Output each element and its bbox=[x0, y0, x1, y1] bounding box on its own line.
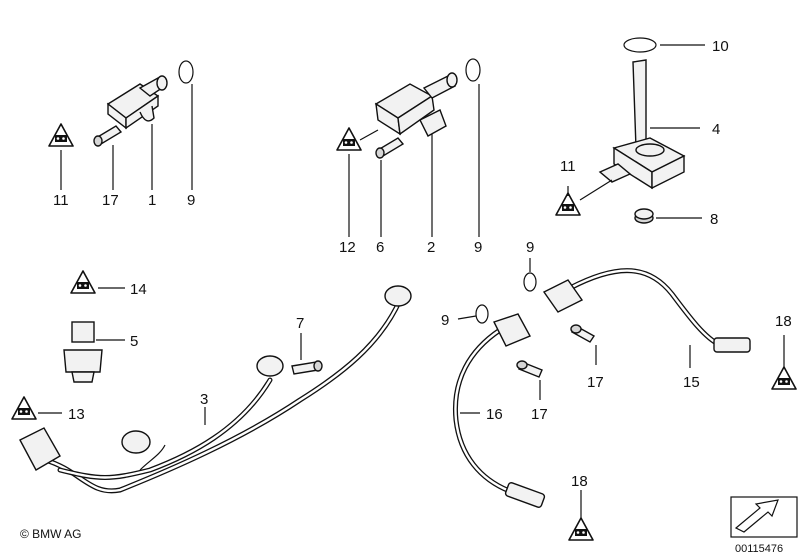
reference-number: 00115476 bbox=[735, 543, 783, 555]
label-15: 15 bbox=[683, 374, 700, 391]
label-1: 1 bbox=[148, 192, 156, 209]
bolt-17a bbox=[93, 125, 123, 147]
label-9a: 9 bbox=[187, 192, 195, 209]
label-2: 2 bbox=[427, 239, 435, 256]
label-6: 6 bbox=[376, 239, 384, 256]
bolt-17c bbox=[516, 360, 543, 378]
o-ring-9d bbox=[475, 304, 489, 324]
copyright-text: © BMW AG bbox=[20, 527, 82, 541]
wiring-harness-3 bbox=[19, 285, 412, 494]
warning-triangle-icon bbox=[11, 396, 37, 420]
label-16: 16 bbox=[486, 406, 503, 423]
label-17a: 17 bbox=[102, 192, 119, 209]
warning-triangle-icon bbox=[70, 270, 96, 294]
label-11b: 11 bbox=[560, 158, 576, 175]
label-10: 10 bbox=[712, 38, 729, 55]
sensor-part-2 bbox=[374, 72, 458, 137]
oil-level-sensor-4 bbox=[598, 59, 686, 190]
direction-arrow-icon bbox=[730, 496, 798, 538]
label-17b: 17 bbox=[587, 374, 604, 391]
warning-triangle-icon bbox=[568, 517, 594, 541]
grommet-8 bbox=[634, 208, 654, 224]
label-17c: 17 bbox=[531, 406, 548, 423]
sensor-cable-15 bbox=[542, 268, 751, 353]
label-9b: 9 bbox=[474, 239, 482, 256]
label-5: 5 bbox=[130, 333, 138, 350]
sensor-cable-16 bbox=[452, 313, 546, 508]
pressure-switch-5 bbox=[63, 321, 103, 383]
label-14: 14 bbox=[130, 281, 147, 298]
label-7: 7 bbox=[296, 315, 304, 332]
warning-triangle-icon bbox=[555, 192, 581, 216]
o-ring-9c bbox=[523, 272, 537, 292]
warning-triangle-icon bbox=[771, 366, 797, 390]
o-ring-9a bbox=[178, 60, 194, 84]
label-13: 13 bbox=[68, 406, 85, 423]
label-11a: 11 bbox=[53, 192, 69, 209]
label-18a: 18 bbox=[775, 313, 792, 330]
o-ring-10 bbox=[623, 37, 657, 53]
sensor-part-1 bbox=[106, 75, 168, 130]
label-9d: 9 bbox=[441, 312, 449, 329]
bolt-7 bbox=[291, 360, 323, 375]
o-ring-9b bbox=[465, 58, 481, 82]
bolt-6 bbox=[375, 137, 405, 159]
warning-triangle-icon bbox=[48, 123, 74, 147]
label-3: 3 bbox=[200, 391, 208, 408]
label-9c: 9 bbox=[526, 239, 534, 256]
bolt-17b bbox=[570, 324, 596, 343]
label-12: 12 bbox=[339, 239, 356, 256]
label-8: 8 bbox=[710, 211, 718, 228]
warning-triangle-icon bbox=[336, 127, 362, 151]
label-4: 4 bbox=[712, 121, 720, 138]
label-18b: 18 bbox=[571, 473, 588, 490]
